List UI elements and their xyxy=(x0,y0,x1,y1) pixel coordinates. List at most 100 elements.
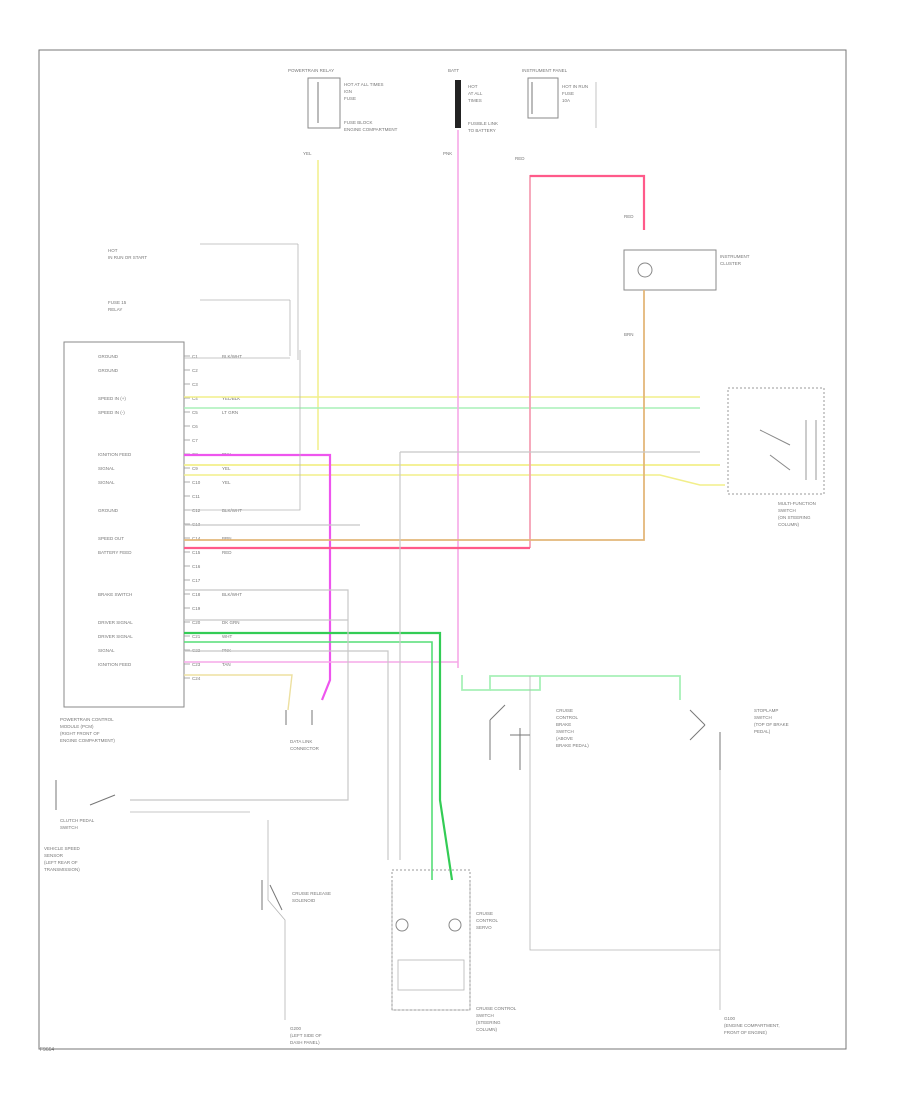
source-instrument-panel: INSTRUMENT PANEL HOT IN RUN FUSE 10A xyxy=(522,68,597,128)
pin-function: SIGNAL xyxy=(98,648,115,653)
svg-text:G200: G200 xyxy=(290,1026,302,1031)
svg-text:CLUTCH PEDAL: CLUTCH PEDAL xyxy=(60,818,95,823)
pin-number: C17 xyxy=(192,578,201,583)
pin-function: SIGNAL xyxy=(98,480,115,485)
source-powertrain-relay: POWERTRAIN RELAY HOT AT ALL TIMES IGN FU… xyxy=(288,68,398,132)
wire-dkgrn xyxy=(184,631,454,881)
multifunction-switch: MULTI-FUNCTION SWITCH (ON STEERING COLUM… xyxy=(727,387,825,527)
svg-text:INSTRUMENT: INSTRUMENT xyxy=(720,254,750,259)
pin-number: C2 xyxy=(192,368,198,373)
svg-text:FUSE BLOCK: FUSE BLOCK xyxy=(344,120,373,125)
svg-text:(RIGHT FRONT OF: (RIGHT FRONT OF xyxy=(60,731,100,736)
pin-number: C18 xyxy=(192,592,201,597)
svg-text:PNK: PNK xyxy=(443,151,452,156)
svg-text:(STEERING: (STEERING xyxy=(476,1020,501,1025)
svg-text:(LEFT SIDE OF: (LEFT SIDE OF xyxy=(290,1033,322,1038)
brake-switches: CRUISE CONTROL BRAKE SWITCH (ABOVE BRAKE… xyxy=(489,704,789,770)
svg-text:(ABOVE: (ABOVE xyxy=(556,736,573,741)
svg-text:FUSIBLE LINK: FUSIBLE LINK xyxy=(468,121,498,126)
page-id: F9664 xyxy=(40,1047,55,1053)
svg-text:BRN: BRN xyxy=(624,332,634,337)
pin-number: C11 xyxy=(192,494,200,499)
source-title: POWERTRAIN RELAY xyxy=(288,68,334,73)
pin-number: C4 xyxy=(192,396,198,401)
pin-number: C14 xyxy=(192,536,201,541)
pcm-pin-row: SPEED IN (-) C5 LT GRN xyxy=(98,410,238,415)
pcm-pin-row: GROUND C2 xyxy=(98,368,198,373)
diagram-frame xyxy=(38,49,847,1050)
svg-text:PEDAL): PEDAL) xyxy=(754,729,771,734)
svg-text:BATT: BATT xyxy=(448,68,459,73)
svg-text:INSTRUMENT PANEL: INSTRUMENT PANEL xyxy=(522,68,568,73)
pin-number: C15 xyxy=(192,550,201,555)
pin-wire-color: YEL xyxy=(222,466,231,471)
pin-number: C23 xyxy=(192,662,201,667)
pin-function: DRIVER SIGNAL xyxy=(98,620,133,625)
svg-text:10A: 10A xyxy=(562,98,570,103)
pin-function: SIGNAL xyxy=(98,466,115,471)
svg-text:SOLENOID: SOLENOID xyxy=(292,898,316,903)
svg-text:HOT: HOT xyxy=(108,248,118,253)
pin-function: GROUND xyxy=(98,368,119,373)
svg-text:HOT: HOT xyxy=(468,84,478,89)
wire-grn-right xyxy=(461,675,681,700)
pin-function: SPEED IN (-) xyxy=(98,410,125,415)
ground-wires xyxy=(130,350,721,1020)
svg-text:ENGINE COMPARTMENT: ENGINE COMPARTMENT xyxy=(344,127,398,132)
svg-text:RED: RED xyxy=(515,156,525,161)
pin-wire-color: TAN xyxy=(222,662,231,667)
svg-text:HOT IN RUN: HOT IN RUN xyxy=(562,84,588,89)
svg-text:TIMES: TIMES xyxy=(468,98,482,103)
svg-text:POWERTRAIN CONTROL: POWERTRAIN CONTROL xyxy=(60,717,114,722)
wire-tan xyxy=(184,674,293,711)
ground-g100: G100 (ENGINE COMPARTMENT, FRONT OF ENGIN… xyxy=(724,1016,780,1035)
cruise-servo: CRUISE CONTROL SERVO CRUISE CONTROL SWIT… xyxy=(391,869,517,1032)
pin-wire-color: BLK/WHT xyxy=(222,592,242,597)
pin-function: IGNITION FEED xyxy=(98,662,132,667)
svg-text:FRONT OF ENGINE): FRONT OF ENGINE) xyxy=(724,1030,767,1035)
svg-text:STOPLAMP: STOPLAMP xyxy=(754,708,778,713)
pin-number: C16 xyxy=(192,564,201,569)
pin-function: SPEED IN (+) xyxy=(98,396,126,401)
pcm-pin-row: IGNITION FEED C23 TAN xyxy=(98,662,231,667)
wire-yel-3 xyxy=(184,474,725,486)
pin-number: C5 xyxy=(192,410,198,415)
pin-number: C24 xyxy=(192,676,201,681)
pin-number: C1 xyxy=(192,354,198,359)
pin-function: IGNITION FEED xyxy=(98,452,132,457)
svg-text:COLUMN): COLUMN) xyxy=(476,1027,498,1032)
pcm-pin-row: C19 xyxy=(184,606,201,611)
svg-text:CRUISE CONTROL: CRUISE CONTROL xyxy=(476,1006,517,1011)
svg-text:ENGINE COMPARTMENT): ENGINE COMPARTMENT) xyxy=(60,738,115,743)
data-link-connector: DATA LINK CONNECTOR xyxy=(285,710,320,751)
svg-text:BRAKE: BRAKE xyxy=(556,722,571,727)
pin-wire-color: RED xyxy=(222,550,232,555)
pcm-pin-row: C7 xyxy=(184,438,198,443)
wire-brn xyxy=(184,290,645,541)
pin-number: C6 xyxy=(192,424,198,429)
pin-wire-color: DK GRN xyxy=(222,620,240,625)
svg-text:CONNECTOR: CONNECTOR xyxy=(290,746,320,751)
pin-wire-color: LT GRN xyxy=(222,410,238,415)
pin-function: SPEED OUT xyxy=(98,536,124,541)
svg-text:(LEFT REAR OF: (LEFT REAR OF xyxy=(44,860,78,865)
svg-text:CRUISE: CRUISE xyxy=(476,911,493,916)
wire-grn-right2 xyxy=(490,676,541,691)
svg-text:DASH PANEL): DASH PANEL) xyxy=(290,1040,320,1045)
svg-text:IGN: IGN xyxy=(344,89,352,94)
svg-text:G100: G100 xyxy=(724,1016,736,1021)
hot-labels: HOT IN RUN OR START FUSE 15 RELAY xyxy=(108,243,299,360)
pin-number: C12 xyxy=(192,508,201,513)
wires xyxy=(184,130,725,881)
cruise-release-solenoid: CRUISE RELEASE SOLENOID G200 (LEFT SIDE … xyxy=(261,880,331,1045)
pin-function: GROUND xyxy=(98,354,119,359)
pin-number: C3 xyxy=(192,382,198,387)
svg-text:AT ALL: AT ALL xyxy=(468,91,483,96)
svg-text:YEL: YEL xyxy=(303,151,312,156)
